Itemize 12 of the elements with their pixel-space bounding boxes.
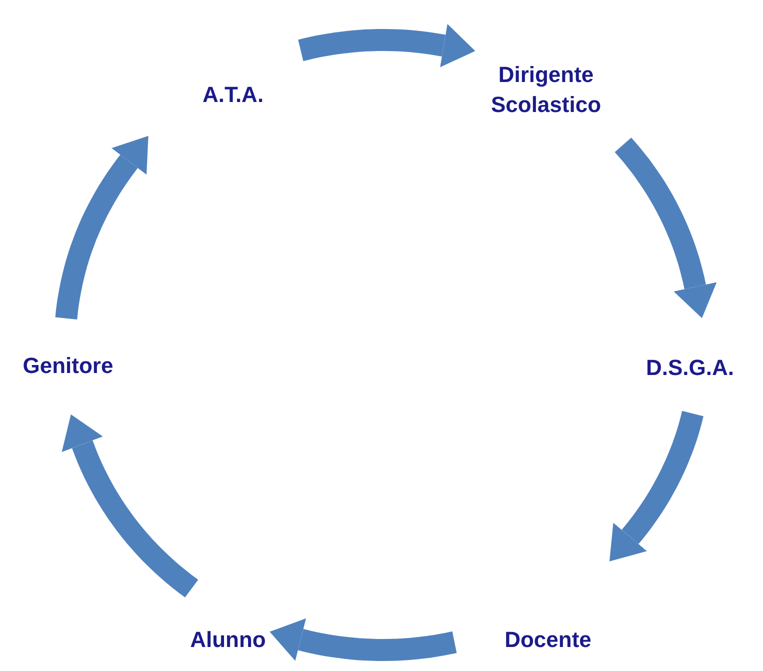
role-label: Genitore bbox=[6, 351, 130, 381]
curved-arrow bbox=[62, 414, 198, 598]
role-label: Docente bbox=[488, 625, 608, 655]
curved-arrow bbox=[55, 136, 148, 322]
role-label: Alunno bbox=[173, 625, 283, 655]
role-label: A.T.A. bbox=[178, 80, 288, 110]
curved-arrow bbox=[270, 618, 460, 661]
curved-arrow bbox=[296, 24, 476, 68]
role-label: Dirigente Scolastico bbox=[471, 60, 621, 120]
curved-arrow bbox=[614, 138, 717, 318]
role-label: D.S.G.A. bbox=[630, 353, 750, 383]
curved-arrow bbox=[609, 408, 704, 562]
